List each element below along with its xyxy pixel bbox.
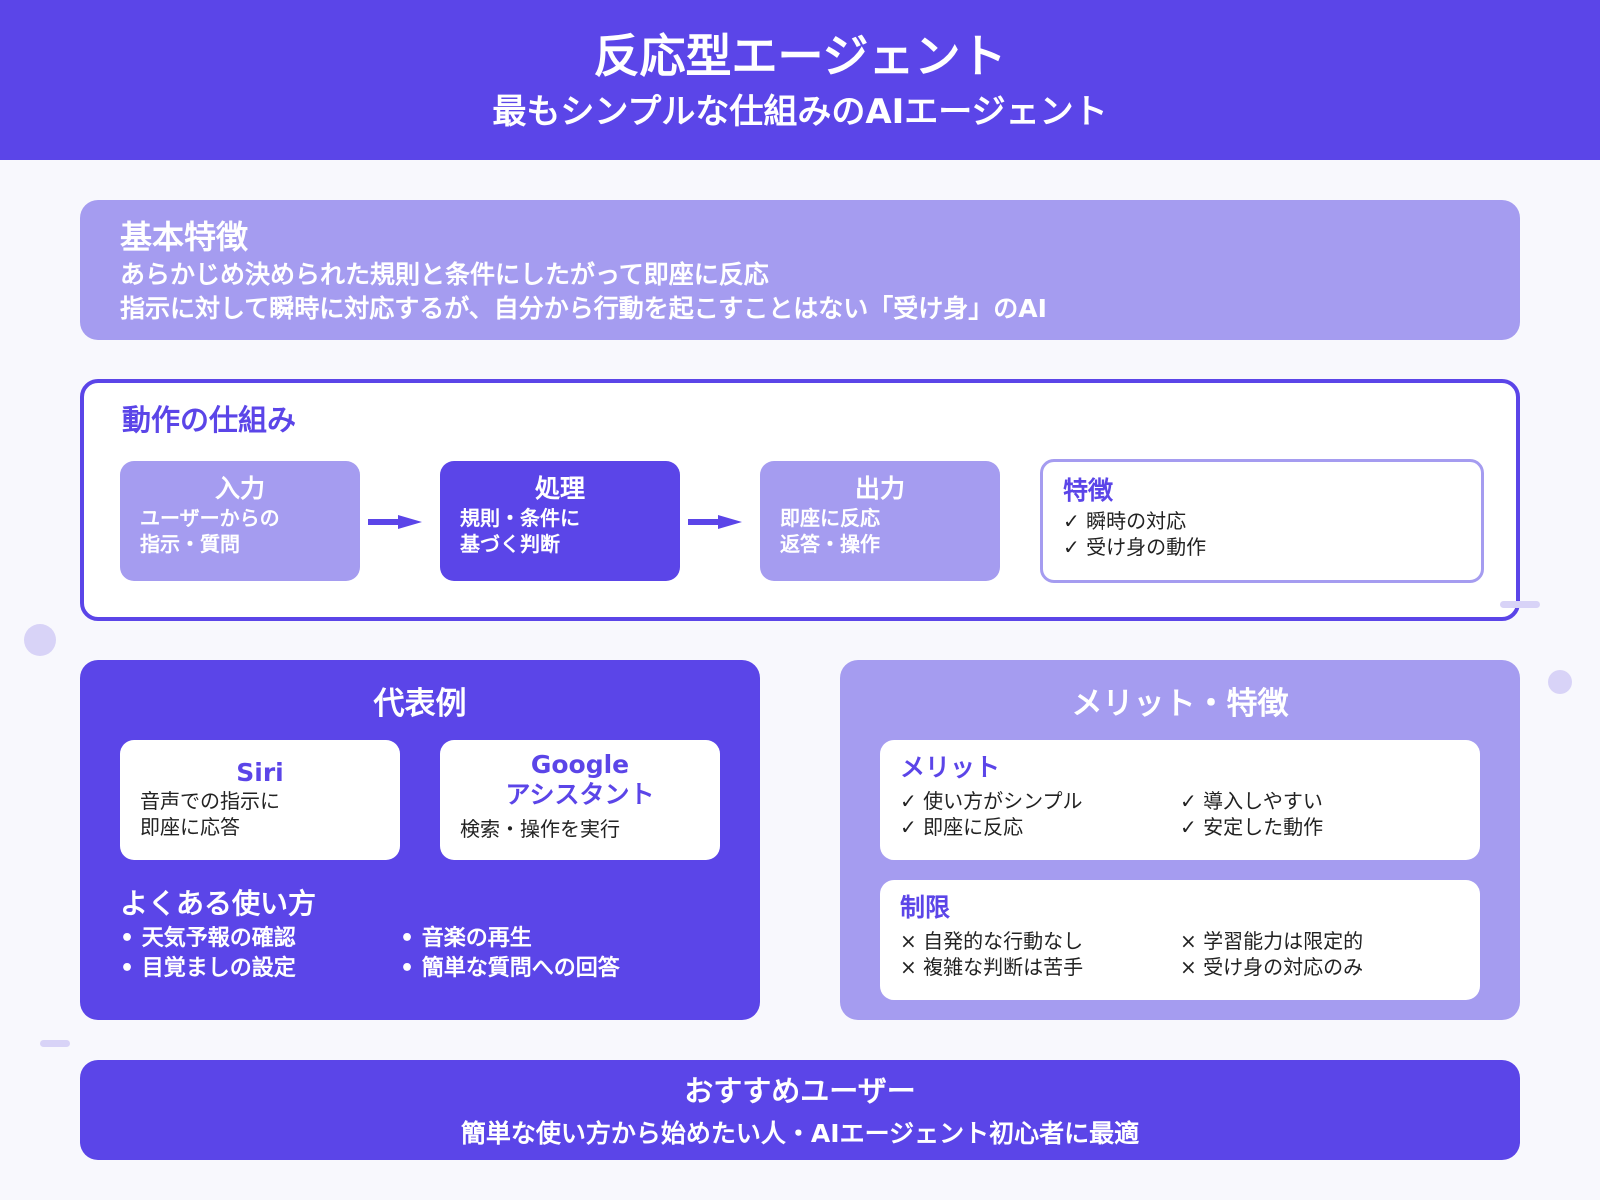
decor-bar bbox=[1500, 601, 1540, 608]
example-card-title: Siri bbox=[236, 758, 284, 787]
basic-features-panel: 基本特徴 あらかじめ決められた規則と条件にしたがって即座に反応 指示に対して瞬時… bbox=[80, 200, 1520, 340]
step-desc: 即座に反応 bbox=[780, 506, 880, 530]
example-card-title: アシスタント bbox=[505, 780, 655, 809]
mechanism-heading: 動作の仕組み bbox=[122, 403, 297, 437]
feature-item: ✓ 受け身の動作 bbox=[1063, 535, 1207, 559]
step-process: 処理 規則・条件に 基づく判断 bbox=[440, 461, 680, 581]
usage-heading: よくある使い方 bbox=[120, 887, 317, 920]
mechanism-panel: 動作の仕組み 入力 ユーザーからの 指示・質問 処理 規則・条件に 基づく判断 … bbox=[80, 379, 1520, 621]
usage-item: • 音楽の再生 bbox=[400, 926, 532, 951]
example-card-desc: 即座に応答 bbox=[140, 815, 240, 839]
step-desc: 規則・条件に bbox=[460, 506, 580, 530]
limit-item: × 学習能力は限定的 bbox=[1180, 929, 1364, 953]
step-desc: 基づく判断 bbox=[460, 532, 560, 556]
merit-box: メリット ✓ 使い方がシンプル ✓ 即座に反応 ✓ 導入しやすい ✓ 安定した動… bbox=[880, 740, 1480, 860]
merit-item: ✓ 使い方がシンプル bbox=[900, 789, 1083, 813]
example-card-siri: Siri 音声での指示に 即座に応答 bbox=[120, 740, 400, 860]
decor-circle bbox=[24, 624, 56, 656]
recommend-heading: おすすめユーザー bbox=[684, 1074, 916, 1108]
recommend-desc: 簡単な使い方から始めたい人・AIエージェント初心者に最適 bbox=[460, 1119, 1140, 1148]
step-title: 出力 bbox=[854, 474, 905, 503]
page-subtitle: 最もシンプルな仕組みのAIエージェント bbox=[492, 92, 1108, 132]
usage-item: • 目覚ましの設定 bbox=[120, 956, 296, 981]
arrow-right-icon bbox=[688, 515, 742, 529]
arrow-right-icon bbox=[368, 515, 422, 529]
limits-box: 制限 × 自発的な行動なし × 複雑な判断は苦手 × 学習能力は限定的 × 受け… bbox=[880, 880, 1480, 1000]
page-title: 反応型エージェント bbox=[593, 29, 1007, 83]
merits-heading: メリット・特徴 bbox=[1071, 686, 1289, 722]
usage-item: • 天気予報の確認 bbox=[120, 926, 296, 951]
basic-features-line: 指示に対して瞬時に対応するが、自分から行動を起こすことはない「受け身」のAI bbox=[120, 294, 1047, 323]
example-card-desc: 検索・操作を実行 bbox=[460, 817, 620, 841]
limit-item: × 自発的な行動なし bbox=[900, 929, 1084, 953]
examples-panel: 代表例 Siri 音声での指示に 即座に応答 Google アシスタント 検索・… bbox=[80, 660, 760, 1020]
recommend-panel: おすすめユーザー 簡単な使い方から始めたい人・AIエージェント初心者に最適 bbox=[80, 1060, 1520, 1160]
step-desc: ユーザーからの bbox=[140, 506, 280, 530]
step-input: 入力 ユーザーからの 指示・質問 bbox=[120, 461, 360, 581]
basic-features-heading: 基本特徴 bbox=[120, 218, 249, 256]
step-desc: 返答・操作 bbox=[780, 532, 880, 556]
usage-item: • 簡単な質問への回答 bbox=[400, 956, 620, 981]
step-title: 処理 bbox=[534, 474, 585, 503]
basic-features-line: あらかじめ決められた規則と条件にしたがって即座に反応 bbox=[120, 260, 769, 289]
header-banner: 反応型エージェント 最もシンプルな仕組みのAIエージェント bbox=[0, 0, 1600, 160]
limits-heading: 制限 bbox=[900, 893, 951, 922]
limit-item: × 複雑な判断は苦手 bbox=[900, 955, 1084, 979]
step-desc: 指示・質問 bbox=[140, 532, 240, 556]
merit-item: ✓ 安定した動作 bbox=[1180, 815, 1324, 839]
merit-heading: メリット bbox=[900, 753, 1001, 782]
step-output: 出力 即座に反応 返答・操作 bbox=[760, 461, 1000, 581]
example-card-title: Google bbox=[530, 750, 630, 779]
feature-item: ✓ 瞬時の対応 bbox=[1063, 509, 1187, 533]
merits-panel: メリット・特徴 メリット ✓ 使い方がシンプル ✓ 即座に反応 ✓ 導入しやすい… bbox=[840, 660, 1520, 1020]
merit-item: ✓ 即座に反応 bbox=[900, 815, 1024, 839]
decor-circle bbox=[1548, 670, 1572, 694]
feature-heading: 特徴 bbox=[1063, 476, 1114, 505]
limit-item: × 受け身の対応のみ bbox=[1180, 955, 1364, 979]
merit-item: ✓ 導入しやすい bbox=[1180, 789, 1323, 813]
example-card-desc: 音声での指示に bbox=[140, 789, 280, 813]
decor-bar bbox=[40, 1040, 70, 1047]
example-card-google-assistant: Google アシスタント 検索・操作を実行 bbox=[440, 740, 720, 860]
examples-heading: 代表例 bbox=[373, 686, 467, 722]
step-title: 入力 bbox=[214, 474, 265, 503]
feature-box: 特徴 ✓ 瞬時の対応 ✓ 受け身の動作 bbox=[1040, 459, 1484, 583]
